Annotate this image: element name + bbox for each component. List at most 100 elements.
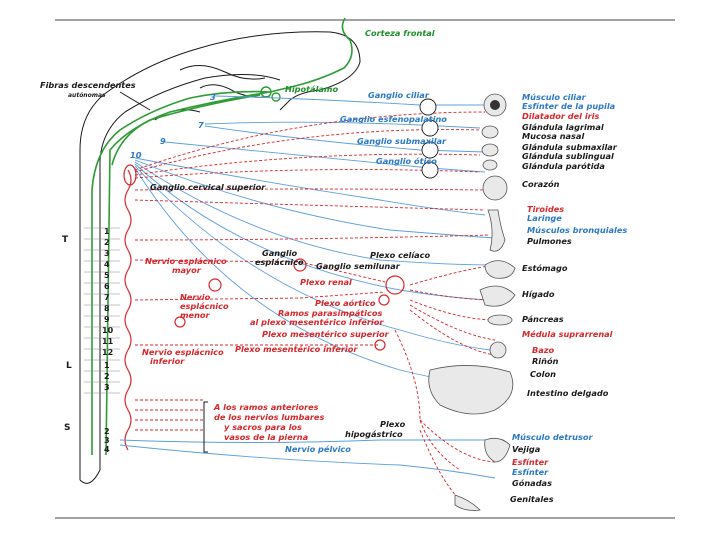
- sacral-segment-2: 2: [104, 427, 110, 436]
- lumbar-note-1: A los ramos anteriores: [213, 402, 319, 412]
- red-thyroid: [134, 199, 486, 211]
- thoracic-segment-5: 5: [104, 271, 110, 280]
- red-adrenal: [409, 304, 496, 341]
- red-genitals: [419, 429, 461, 501]
- red-lungs: [134, 234, 491, 241]
- red-heart: [134, 188, 486, 191]
- lumbar-note-3: y sacros para los: [224, 422, 302, 432]
- thoracic-segment-9: 9: [104, 315, 110, 324]
- lesser-splanchnic-node: [174, 316, 186, 328]
- lumbar-note-4: vasos de la pierna: [224, 432, 308, 442]
- bladder-organ: [484, 437, 511, 463]
- red-hypogastric: [394, 329, 461, 471]
- organ-label: Pulmones: [527, 236, 572, 246]
- submaxillary-ganglion-label: Ganglio submaxilar: [357, 136, 447, 146]
- splanchnic-ganglion-label-1: Ganglio: [262, 248, 298, 258]
- ganglion-labels: Ganglio ciliar Ganglio esfenopalatino Ga…: [142, 90, 447, 454]
- thoracic-segment-10: 10: [102, 326, 114, 335]
- organ-label: Músculos bronquiales: [527, 225, 627, 235]
- organ-label: Hígado: [522, 289, 555, 299]
- organ-label: Tiroides: [527, 204, 564, 214]
- cord-inner-line: [99, 73, 281, 470]
- red-stomach: [409, 264, 496, 286]
- hypogastric-label-1: Plexo: [380, 419, 406, 429]
- pelvic-nerve-label: Nervio pélvico: [285, 444, 351, 454]
- superior-cervical-label: Ganglio cervical superior: [150, 182, 266, 192]
- sacral-segment-3: 3: [104, 436, 110, 445]
- greater-splanchnic-label-1: Nervio esplácnico: [145, 256, 227, 266]
- blue-vagus-liver: [134, 163, 491, 301]
- organ-label: Esfínter: [512, 467, 549, 477]
- hypothalamus-nucleus: [260, 86, 272, 98]
- inferior-mesenteric-label: Plexo mesentérico inferior: [235, 344, 358, 354]
- organ-label: Riñón: [532, 356, 559, 366]
- parasympathetic-pathways: [119, 95, 496, 479]
- superior-mesenteric-label: Plexo mesentérico superior: [262, 329, 390, 339]
- cortex-label: Corteza frontal: [365, 28, 435, 38]
- red-sphincter: [419, 419, 496, 463]
- eye-pupil: [490, 100, 500, 110]
- hypothalamus-label: Hipotálamo: [285, 84, 338, 94]
- otic-ganglion: [421, 161, 439, 179]
- hypothalamus-nucleus-2: [271, 92, 281, 102]
- organ-label: Bazo: [532, 345, 555, 355]
- spleen-kidney-organ: [489, 341, 507, 359]
- pterygopalatine-ganglion: [421, 119, 439, 137]
- spinal-segments: T L S 1 2 3 4 5 6 7 8 9 10 11 12 1 2 3 2…: [62, 227, 120, 454]
- ciliary-ganglion: [419, 98, 437, 116]
- organ-label: Glándula submaxilar: [522, 142, 618, 152]
- blue-cn7-pathway-2: [204, 125, 486, 153]
- green-branch: [111, 94, 261, 166]
- aortic-plexus-label: Plexo aórtico: [315, 298, 376, 308]
- thoracic-segment-6: 6: [104, 282, 110, 291]
- splanchnic-ganglion-label-2: esplácnico: [255, 257, 304, 267]
- cranial-nerve-10: 10: [130, 150, 142, 160]
- organ-label: Gónadas: [512, 478, 552, 488]
- organ-label: Médula suprarrenal: [522, 329, 613, 339]
- stomach-organ: [484, 260, 516, 279]
- blue-vagus-pancreas: [134, 165, 491, 351]
- organ-label: Intestino delgado: [527, 388, 609, 398]
- thoracic-segment-3: 3: [104, 249, 110, 258]
- heart-organ: [482, 175, 508, 201]
- organ-label: Vejiga: [512, 444, 540, 454]
- submax-organ: [481, 143, 499, 157]
- region-label-sacral: S: [64, 423, 70, 433]
- lumbar-bracket: [203, 401, 208, 453]
- splanchnic-ganglion: [293, 258, 307, 272]
- descending-pointer: [119, 91, 151, 111]
- genital-organ: [454, 494, 481, 511]
- organ-label: Músculo ciliar: [522, 92, 587, 102]
- sacral-segment-4: 4: [104, 445, 110, 454]
- descending-fibers-label: Fibras descendentes: [40, 80, 136, 90]
- lower-splanchnic-label-1: Nervio esplácnico: [142, 347, 224, 357]
- cranial-nerve-7: 7: [198, 120, 204, 130]
- parasympathetic-rami-label-1: Ramos parasimpáticos: [278, 308, 382, 318]
- thoracic-segment-8: 8: [104, 304, 110, 313]
- hypogastric-label-2: hipogástrico: [345, 429, 403, 439]
- lumbar-segment-1: 1: [104, 361, 110, 370]
- ciliary-ganglion-label: Ganglio ciliar: [368, 90, 430, 100]
- organ-label: Estómago: [522, 263, 568, 273]
- cord-outer-left: [79, 31, 361, 480]
- lumbar-segment-3: 3: [104, 383, 110, 392]
- intestine-organ: [428, 365, 514, 415]
- cord-tail: [79, 469, 101, 484]
- thoracic-segment-7: 7: [104, 293, 110, 302]
- red-liver: [409, 289, 496, 301]
- lesser-splanchnic-label-3: menor: [180, 310, 211, 320]
- blue-vagus-stomach: [134, 161, 496, 266]
- red-greater-splanchnic: [134, 259, 386, 283]
- blue-cn9-pathway: [164, 141, 486, 173]
- organs: [428, 93, 516, 511]
- sublingual-organ: [482, 159, 498, 171]
- organ-label: Dilatador del iris: [522, 111, 599, 121]
- organ-label: Glándula sublingual: [522, 151, 614, 161]
- organ-label: Colon: [530, 369, 556, 379]
- cranial-nerve-9: 9: [160, 136, 166, 146]
- brain-fold-1: [179, 65, 266, 80]
- liver-organ: [479, 285, 516, 307]
- pterygopalatine-ganglion-label: Ganglio esfenopalatino: [340, 114, 447, 124]
